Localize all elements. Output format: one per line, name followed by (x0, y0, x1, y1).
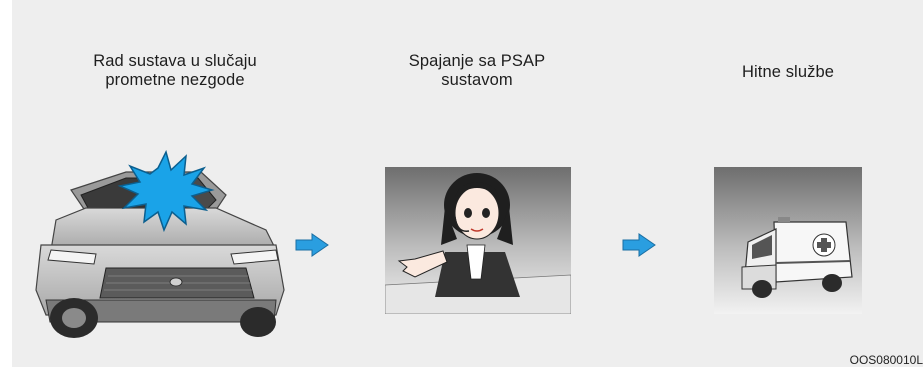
step-2-title-line-2: sustavom (397, 71, 557, 90)
step-2-title: Spajanje sa PSAP sustavom (397, 52, 557, 90)
ambulance-image (714, 167, 862, 314)
crashed-car-image (26, 150, 291, 340)
step-1-title-line-1: Rad sustava u slučaju (55, 52, 295, 71)
psap-operator-image (385, 167, 571, 314)
figure-code: OOS080010L (850, 353, 923, 367)
step-1-title: Rad sustava u slučaju prometne nezgode (55, 52, 295, 90)
arrow-right-icon (294, 232, 330, 258)
step-1-title-line-2: prometne nezgode (55, 71, 295, 90)
step-3-title: Hitne službe (713, 63, 863, 82)
step-2-title-line-1: Spajanje sa PSAP (397, 52, 557, 71)
step-3-title-line-1: Hitne službe (713, 63, 863, 82)
arrow-right-icon (621, 232, 657, 258)
